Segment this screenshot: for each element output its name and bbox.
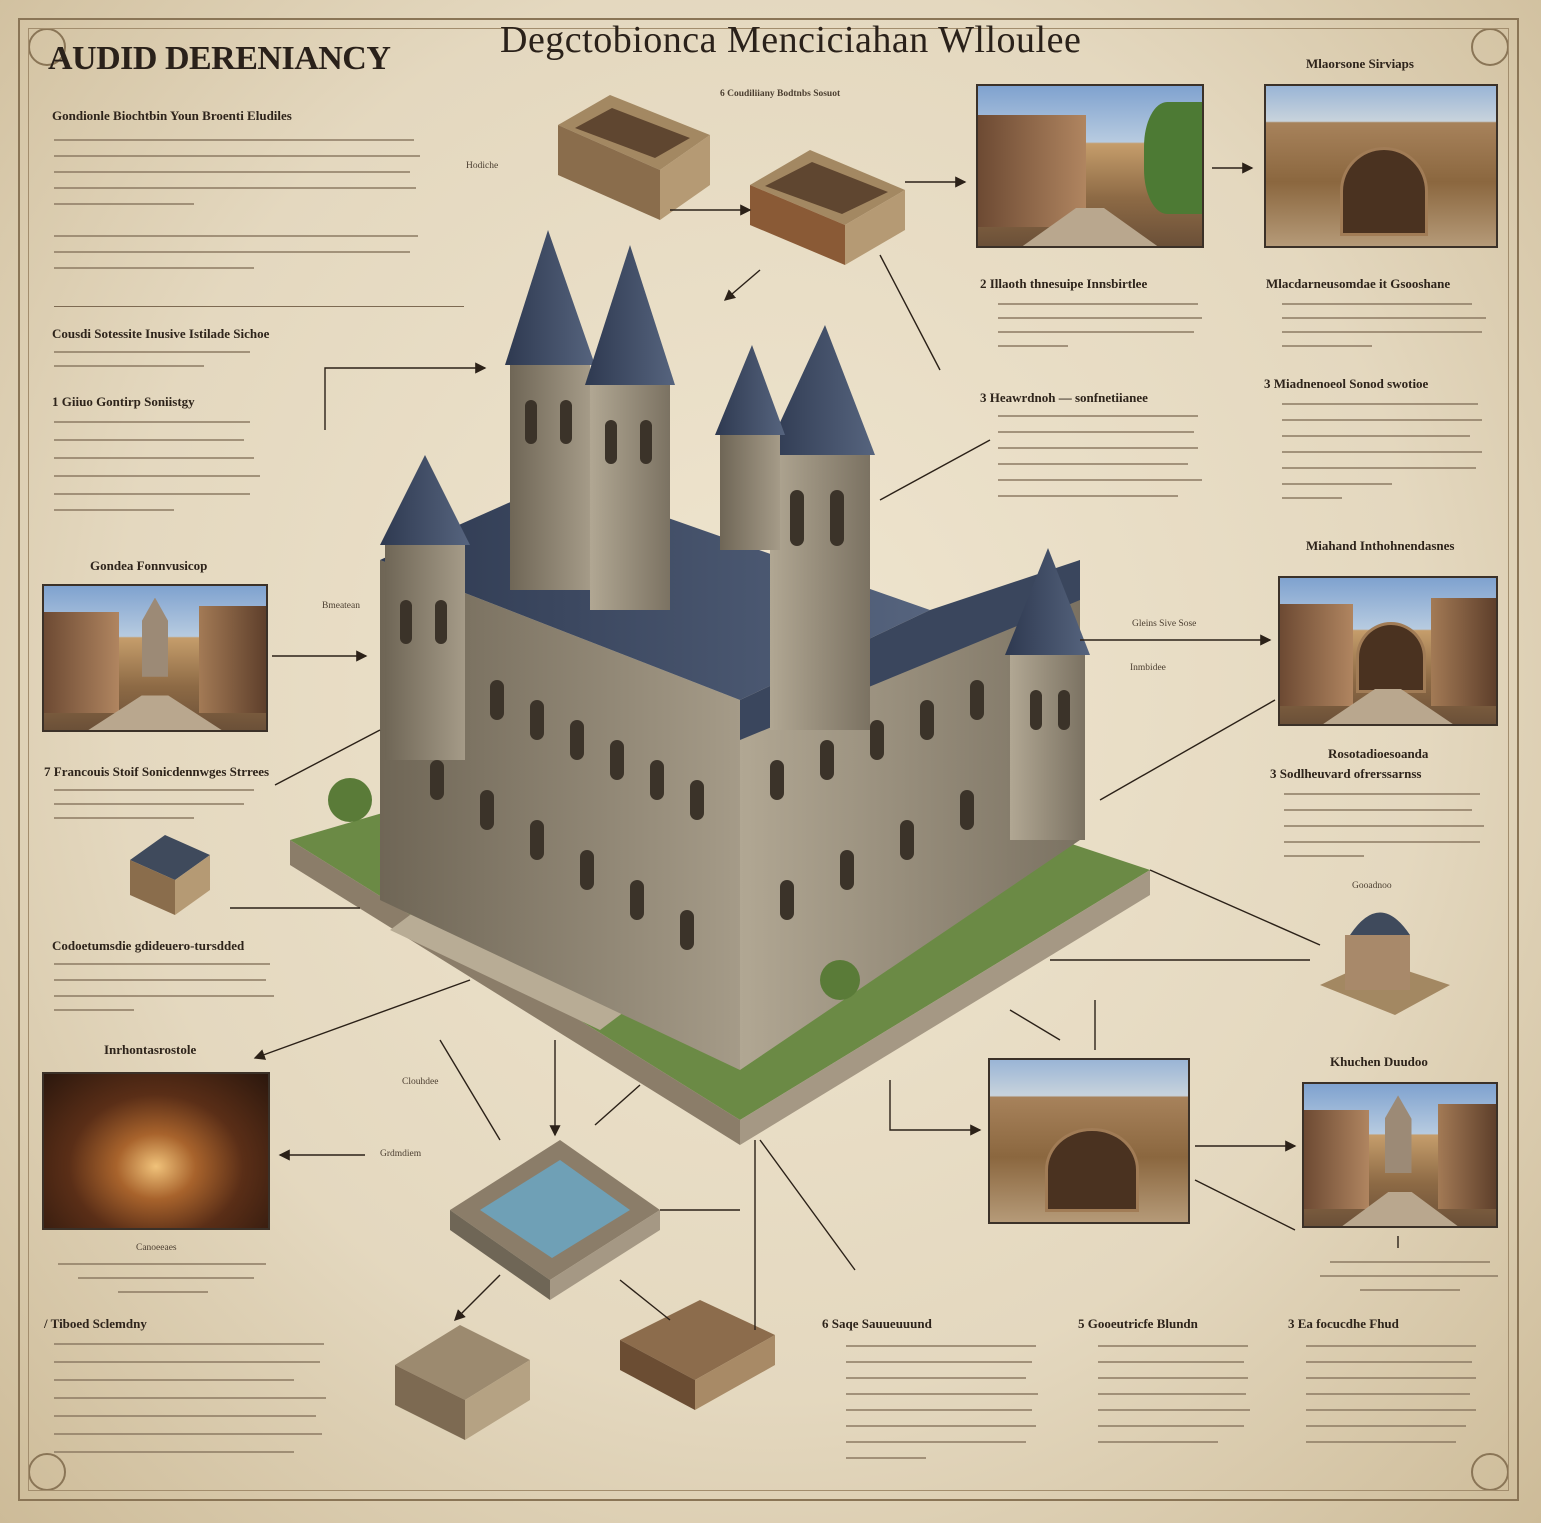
divider: [54, 306, 464, 307]
left-paragraph-1: [54, 132, 424, 216]
right-heading-4: 3 Miadnenoeol Sonod swotioe: [1264, 376, 1429, 391]
left-section-label-1: Gondea Fonnvusicop: [90, 558, 208, 573]
left-paragraph-2: [54, 228, 424, 278]
left-section-label-6: / Tiboed Sclemdny: [44, 1316, 147, 1331]
leader-lines: [230, 162, 1399, 1330]
left-paragraph-4: [54, 414, 274, 514]
bottom-heading-1: 6 Saqe Sauueuuund: [822, 1316, 932, 1331]
left-heading-2: Cousdi Sotessite Inusive Istilade Sichoe: [52, 326, 270, 341]
side-title: AUDID DERENIANCY: [48, 40, 391, 77]
cluster-label: Hodiche: [466, 161, 499, 171]
archway-photo: [1264, 84, 1498, 248]
bottom-label-1: Clouhdee: [402, 1077, 439, 1087]
left-paragraph-3: [54, 344, 294, 374]
vaulted-hall-photo: [42, 1072, 270, 1230]
block-model-left: [395, 1325, 530, 1440]
decorative-frame: [18, 18, 1519, 1501]
right-label: Inmbidee: [1130, 663, 1166, 673]
left-heading-3: 1 Giiuo Gontirp Soniistgy: [52, 394, 195, 409]
bottom-heading-2: 5 Gooeutricfe Blundn: [1078, 1316, 1198, 1331]
chapel-model: [1320, 912, 1450, 1015]
right-heading-1: 2 Illaoth thnesuipe Innsbirtlee: [980, 276, 1148, 291]
right-photo-label-4: Khuchen Duudoo: [1330, 1054, 1428, 1069]
left-section-label-5: Canoeeaes: [136, 1243, 177, 1253]
cathedral-towers: [328, 230, 1090, 1000]
right-small-label: Gooadnoo: [1352, 881, 1392, 891]
poster-title: Degctobionca Menciciahan Wlloulee: [500, 19, 1082, 61]
street-photo-3: [1278, 576, 1498, 726]
street-photo-cathedral: [42, 584, 268, 732]
right-photo-label-2: Miahand Inthohnendasnes: [1306, 538, 1455, 553]
street-photo-4: [1302, 1082, 1498, 1228]
left-section-label-2: 7 Francouis Stoif Sonicdennwges Strrees: [44, 764, 270, 779]
right-heading-2: Mlacdarneusomdae it Gsooshane: [1266, 276, 1451, 291]
right-heading-3: 3 Heawrdnoh — sonfnetiianee: [980, 390, 1148, 405]
gatehouse-model-top: [558, 95, 710, 220]
cottage-model: [130, 835, 210, 915]
right-photo-label-1: Mlaorsone Sirviaps: [1306, 56, 1414, 71]
courtyard-photo: [988, 1058, 1190, 1224]
left-section-label-3: Codoetumsdie gdideuero-tursdded: [52, 938, 245, 953]
bottom-heading-3: 3 Ea focucdhe Fhud: [1288, 1316, 1399, 1331]
ruin-model-right: [620, 1300, 775, 1410]
left-heading-1: Gondionle Biochtbin Youn Broenti Eludile…: [52, 108, 292, 123]
left-section-label-4: Inrhontasrostole: [104, 1042, 197, 1057]
gatehouse-model-mid: [750, 150, 905, 265]
top-caption: 6 Coudiliiany Bodtnbs Sosuot: [720, 89, 841, 99]
mid-label: Gleins Sive Sose: [1132, 619, 1197, 629]
right-photo-label-3: Rosotadioesoanda: [1328, 746, 1429, 761]
right-heading-5: 3 Sodlheuvard ofrerssarnss: [1270, 766, 1422, 781]
street-photo-2: [976, 84, 1204, 248]
fountain-courtyard-model: [450, 1140, 660, 1300]
left-label: Bmeatean: [322, 601, 360, 611]
illegible-text-lines: [54, 139, 420, 205]
bottom-label-2: Grdmdiem: [380, 1149, 422, 1159]
